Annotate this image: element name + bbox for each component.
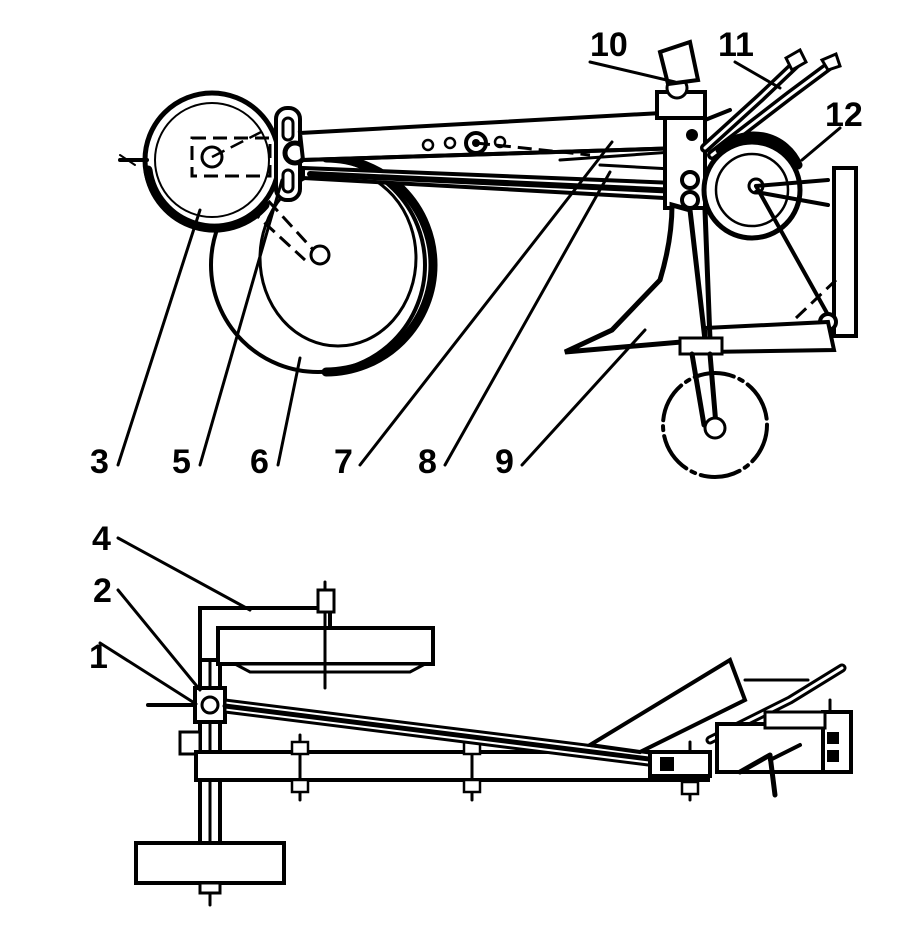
frame-beams — [297, 109, 703, 203]
vertical-shaft — [146, 610, 227, 907]
leader-lines-top-view — [98, 536, 252, 706]
label-2: 2 — [93, 572, 112, 610]
main-beam — [194, 733, 710, 802]
leader-lines — [116, 60, 842, 467]
label-9: 9 — [495, 443, 514, 481]
label-7: 7 — [334, 443, 353, 481]
rear-assembly — [648, 698, 853, 798]
label-5: 5 — [172, 443, 191, 481]
plow-share-top — [584, 657, 810, 755]
label-11: 11 — [718, 26, 754, 64]
part-labels: 1 2 3 4 5 6 7 8 9 10 11 12 — [89, 26, 863, 676]
label-4: 4 — [92, 520, 111, 558]
upright-clamp — [655, 39, 707, 210]
label-3: 3 — [90, 443, 109, 481]
side-view — [116, 39, 858, 479]
rear-wheel — [701, 131, 858, 338]
upper-bracket — [198, 580, 435, 690]
lower-disc — [134, 841, 286, 895]
label-6: 6 — [250, 443, 269, 481]
label-8: 8 — [418, 443, 437, 481]
front-wheel — [118, 90, 282, 233]
top-view — [98, 536, 853, 907]
plow-body — [563, 201, 837, 479]
label-10: 10 — [590, 26, 628, 64]
label-12: 12 — [825, 96, 863, 134]
label-1: 1 — [89, 638, 108, 676]
